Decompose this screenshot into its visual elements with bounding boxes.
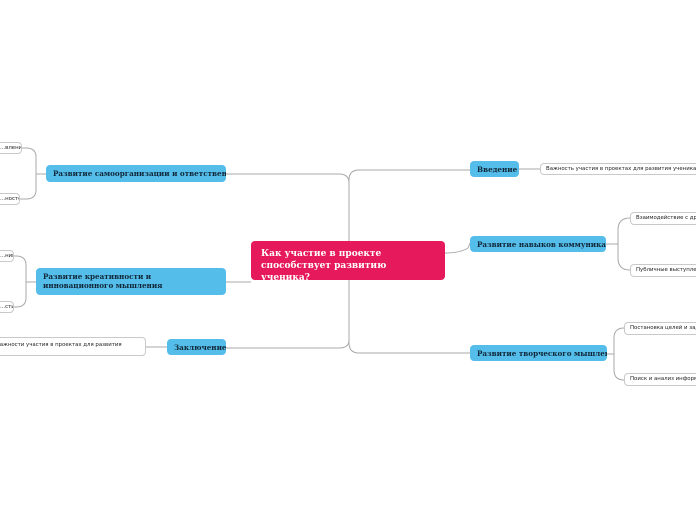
branch-communication-skills[interactable]: Развитие навыков коммуникации: [470, 236, 606, 252]
branch-creativity-innovation[interactable]: Развитие креативности и инновационного м…: [36, 268, 226, 295]
connector-comm-child-1: [617, 217, 631, 244]
connector-selforg-child-1: [22, 147, 37, 174]
subtopic-time-management[interactable]: ...вление временем: [0, 142, 22, 154]
subtopic-public-speaking[interactable]: Публичные выступления: [630, 264, 696, 277]
subtopic-responsibilities[interactable]: ...ностей: [0, 193, 20, 205]
subtopic-goal-setting[interactable]: Постановка целей и задач: [624, 322, 696, 335]
connector-selforg-child-2: [20, 174, 37, 200]
subtopic-conclusion-importance[interactable]: Важности участия в проектах для развития: [0, 337, 146, 356]
central-topic[interactable]: Как участие в проекте способствует разви…: [251, 241, 445, 280]
subtopic-information-search[interactable]: Поиск и анализ информации: [624, 373, 696, 386]
connector-ct-child-2: [613, 354, 625, 381]
branch-conclusion[interactable]: Заключение: [167, 339, 226, 355]
branch-introduction[interactable]: Введение: [470, 161, 519, 177]
connector-creativity-child-2: [14, 282, 27, 308]
connector-comm-child-2: [617, 244, 631, 271]
branch-creative-thinking[interactable]: Развитие творческого мышления: [470, 345, 607, 361]
connector-ct-child-1: [613, 327, 625, 354]
connector-central-creative-thinking: [348, 280, 470, 354]
connector-central-intro: [348, 169, 470, 241]
branch-self-organization[interactable]: Развитие самоорганизации и ответственнос…: [46, 165, 226, 182]
connector-central-communication: [444, 242, 471, 254]
connector-central-self-org: [226, 173, 350, 241]
connector-central-conclusion: [226, 280, 350, 349]
connector-creativity-child-1: [14, 255, 27, 282]
subtopic-introduction-importance[interactable]: Важность участия в проектах для развития…: [540, 163, 696, 175]
subtopic-creativity-1[interactable]: ...ний: [0, 250, 14, 262]
subtopic-interaction[interactable]: Взаимодействие с другими: [630, 212, 696, 225]
subtopic-creativity-2[interactable]: ...сти: [0, 301, 14, 313]
